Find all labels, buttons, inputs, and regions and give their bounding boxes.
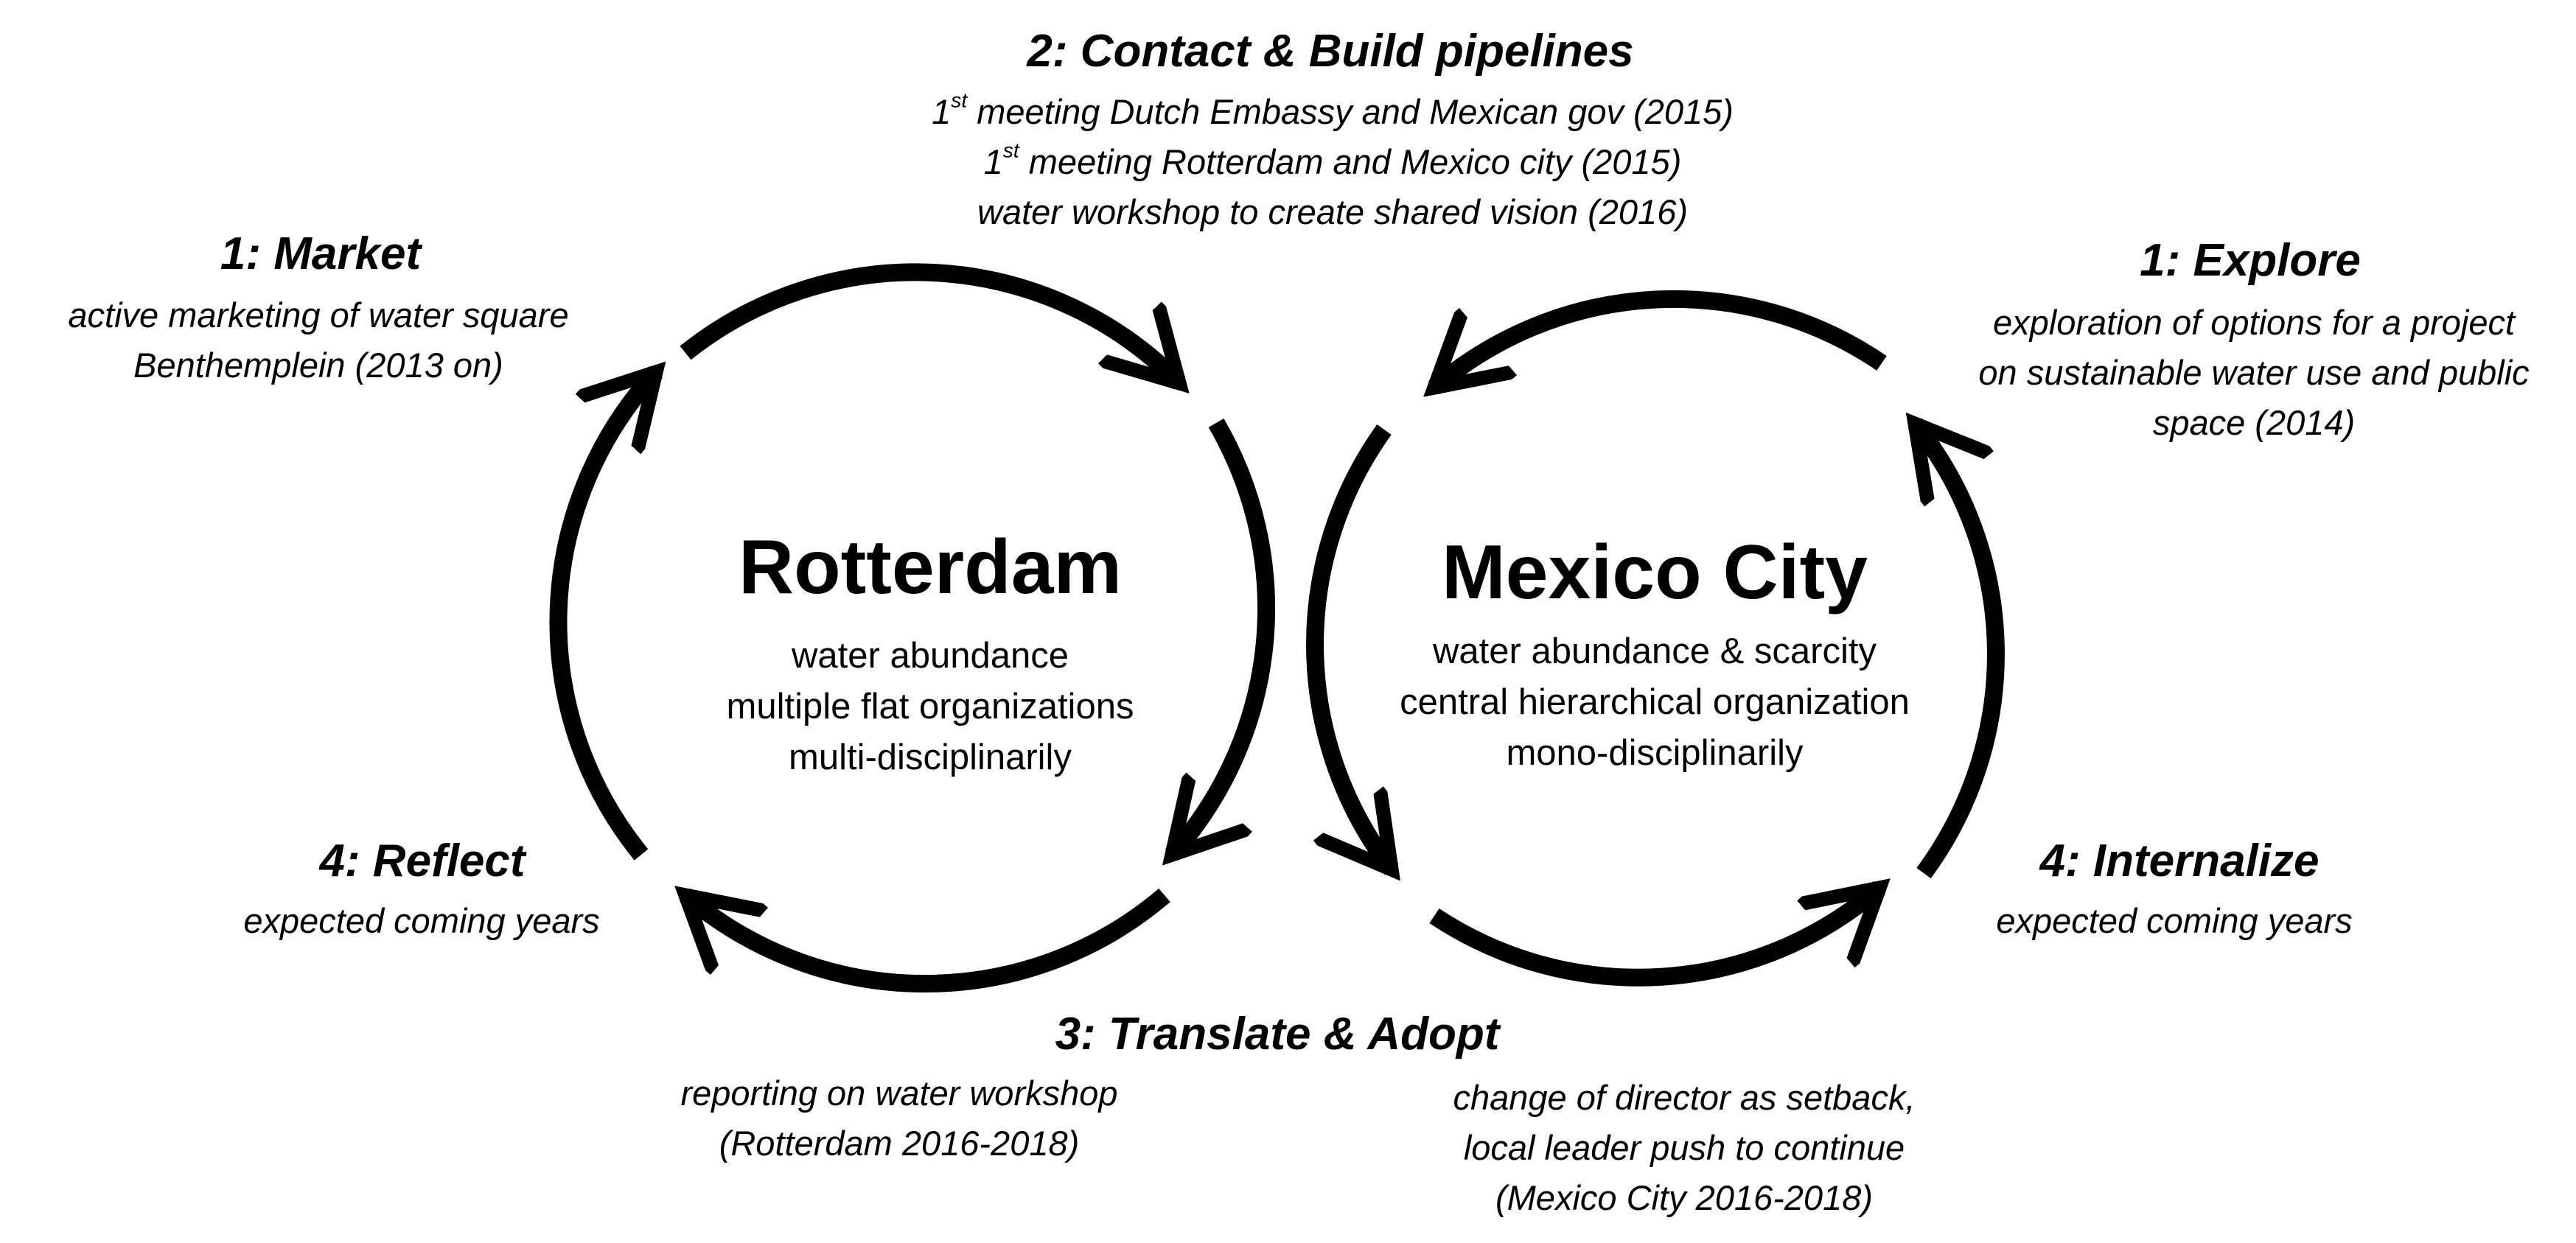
phase-explore-description: exploration of options for a project on … — [1978, 298, 2529, 448]
mexico-arrow-contact-to-translate — [1306, 424, 1392, 869]
mexico-traits: water abundance & scarcity central hiera… — [1400, 626, 1910, 779]
phase-reflect-line: expected coming years — [243, 901, 600, 940]
phase-translate-mexico-line: local leader push to continue — [1463, 1128, 1905, 1167]
phase-explore-line: on sustainable water use and public — [1978, 353, 2530, 392]
phase-internalize-title: 4: Internalize — [2039, 836, 2320, 886]
rotterdam-trait: multi-disciplinarily — [789, 738, 1072, 777]
phase-internalize-description: expected coming years — [1996, 896, 2352, 946]
rotterdam-trait: water abundance — [792, 636, 1069, 676]
rotterdam-title: Rotterdam — [738, 525, 1123, 610]
phase-translate-mexico-line: change of director as setback, — [1453, 1078, 1916, 1117]
phase-internalize-line: expected coming years — [1996, 901, 2353, 940]
phase-explore-title: 1: Explore — [2140, 235, 2361, 286]
rotterdam-arrow-translate-to-reflect — [685, 895, 1170, 993]
phase-reflect-title: 4: Reflect — [319, 836, 526, 886]
phase-market-line: active marketing of water square — [68, 295, 569, 335]
rotterdam-arrow-market-to-contact — [680, 263, 1179, 383]
mexico-arrow-translate-to-internalize — [1429, 888, 1879, 987]
phase-translate-title: 3: Translate & Adopt — [1055, 1009, 1500, 1060]
phase-market-description: active marketing of water square Benthem… — [68, 290, 568, 391]
mexico-trait: water abundance & scarcity — [1433, 631, 1877, 671]
phase-translate-mexico-line: (Mexico City 2016-2018) — [1495, 1178, 1873, 1217]
rotterdam-arrow-contact-to-translate — [1172, 418, 1276, 855]
mexico-title: Mexico City — [1442, 530, 1868, 615]
phase-translate-mexico-description: change of director as setback, local lea… — [1453, 1073, 1915, 1223]
mexico-trait: mono-disciplinarily — [1506, 733, 1804, 773]
mexico-trait: central hierarchical organization — [1400, 682, 1910, 722]
phase-translate-rotterdam-line: (Rotterdam 2016-2018) — [719, 1124, 1080, 1163]
mexico-arrow-explore-to-contact — [1434, 290, 1887, 388]
phase-market-line: Benthemplein (2013 on) — [133, 346, 503, 385]
phase-market-title: 1: Market — [220, 228, 422, 279]
rotterdam-traits: water abundance multiple flat organizati… — [727, 631, 1134, 783]
rotterdam-arrow-reflect-to-market — [549, 372, 656, 861]
phase-translate-rotterdam-line: reporting on water workshop — [680, 1074, 1118, 1113]
phase-translate-rotterdam-description: reporting on water workshop (Rotterdam 2… — [680, 1068, 1117, 1169]
rotterdam-trait: multiple flat organizations — [726, 687, 1134, 726]
mexico-arrow-internalize-to-explore — [1915, 424, 2005, 879]
phase-reflect-description: expected coming years — [243, 896, 599, 946]
phase-explore-line: exploration of options for a project — [1992, 303, 2516, 342]
phase-contact-meeting: 1st meeting Dutch Embassy and Mexican go… — [932, 88, 1734, 131]
phase-contact-workshop: water workshop to create shared vision (… — [977, 192, 1688, 231]
phase-explore-line: space (2014) — [2152, 403, 2356, 442]
phase-contact-meeting: 1st meeting Rotterdam and Mexico city (2… — [983, 138, 1682, 181]
phase-contact-title: 2: Contact & Build pipelines — [1027, 26, 1634, 77]
phase-contact-description: 1st meeting Dutch Embassy and Mexican go… — [932, 87, 1734, 237]
